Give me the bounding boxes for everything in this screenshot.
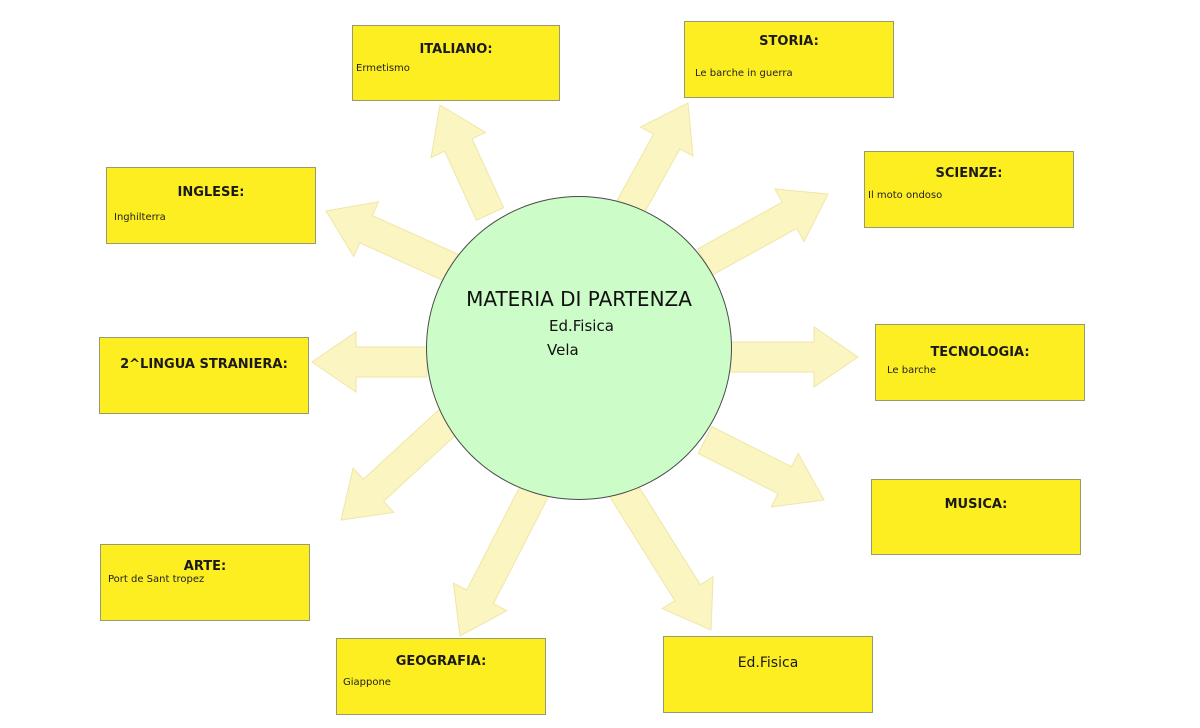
box-storia: STORIA: Le barche in guerra	[684, 21, 894, 98]
box-title: Ed.Fisica	[737, 655, 799, 671]
box-geografia: GEOGRAFIA: Giappone	[336, 638, 546, 715]
arrow-italiano	[430, 104, 505, 221]
box-text: Inghilterra	[114, 212, 166, 223]
box-lingua2: 2^LINGUA STRANIERA:	[99, 337, 309, 414]
box-tecnologia: TECNOLOGIA: Le barche	[875, 324, 1085, 401]
arrow-storia	[616, 102, 694, 216]
arrow-arte	[340, 408, 461, 521]
box-musica: MUSICA:	[871, 479, 1081, 555]
box-italiano: ITALIANO: Ermetismo	[352, 25, 560, 101]
center-topic: Vela	[547, 341, 579, 359]
arrow-lingua2	[311, 331, 428, 393]
box-text: Ermetismo	[356, 63, 410, 74]
box-title: ITALIANO:	[419, 42, 493, 57]
center-title: MATERIA DI PARTENZA	[466, 287, 692, 311]
arrow-musica	[697, 425, 825, 508]
box-title: STORIA:	[759, 34, 819, 49]
box-title: SCIENZE:	[935, 166, 1003, 181]
box-title: GEOGRAFIA:	[395, 654, 487, 669]
arrow-scienze	[697, 188, 829, 276]
box-text: Giappone	[343, 677, 391, 688]
arrow-tecnologia	[729, 326, 859, 388]
box-title: ARTE:	[183, 559, 227, 574]
box-title: 2^LINGUA STRANIERA:	[120, 357, 288, 372]
box-scienze: SCIENZE: Il moto ondoso	[864, 151, 1074, 228]
center-circle: MATERIA DI PARTENZA Ed.Fisica Vela	[426, 196, 732, 500]
box-title: INGLESE:	[177, 185, 245, 200]
box-title: MUSICA:	[944, 497, 1008, 512]
box-inglese: INGLESE: Inghilterra	[106, 167, 316, 244]
box-text: Le barche in guerra	[695, 68, 793, 79]
arrow-edfisica	[608, 479, 714, 631]
arrow-geografia	[452, 482, 549, 637]
box-text: Le barche	[887, 365, 937, 376]
box-edfisica: Ed.Fisica	[663, 636, 873, 713]
box-text: Port de Sant tropez	[108, 574, 205, 585]
box-arte: ARTE: Port de Sant tropez	[100, 544, 310, 621]
box-title: TECNOLOGIA:	[930, 345, 1030, 360]
arrow-inglese	[325, 201, 459, 283]
center-subject: Ed.Fisica	[549, 317, 614, 335]
box-text: Il moto ondoso	[868, 190, 943, 201]
